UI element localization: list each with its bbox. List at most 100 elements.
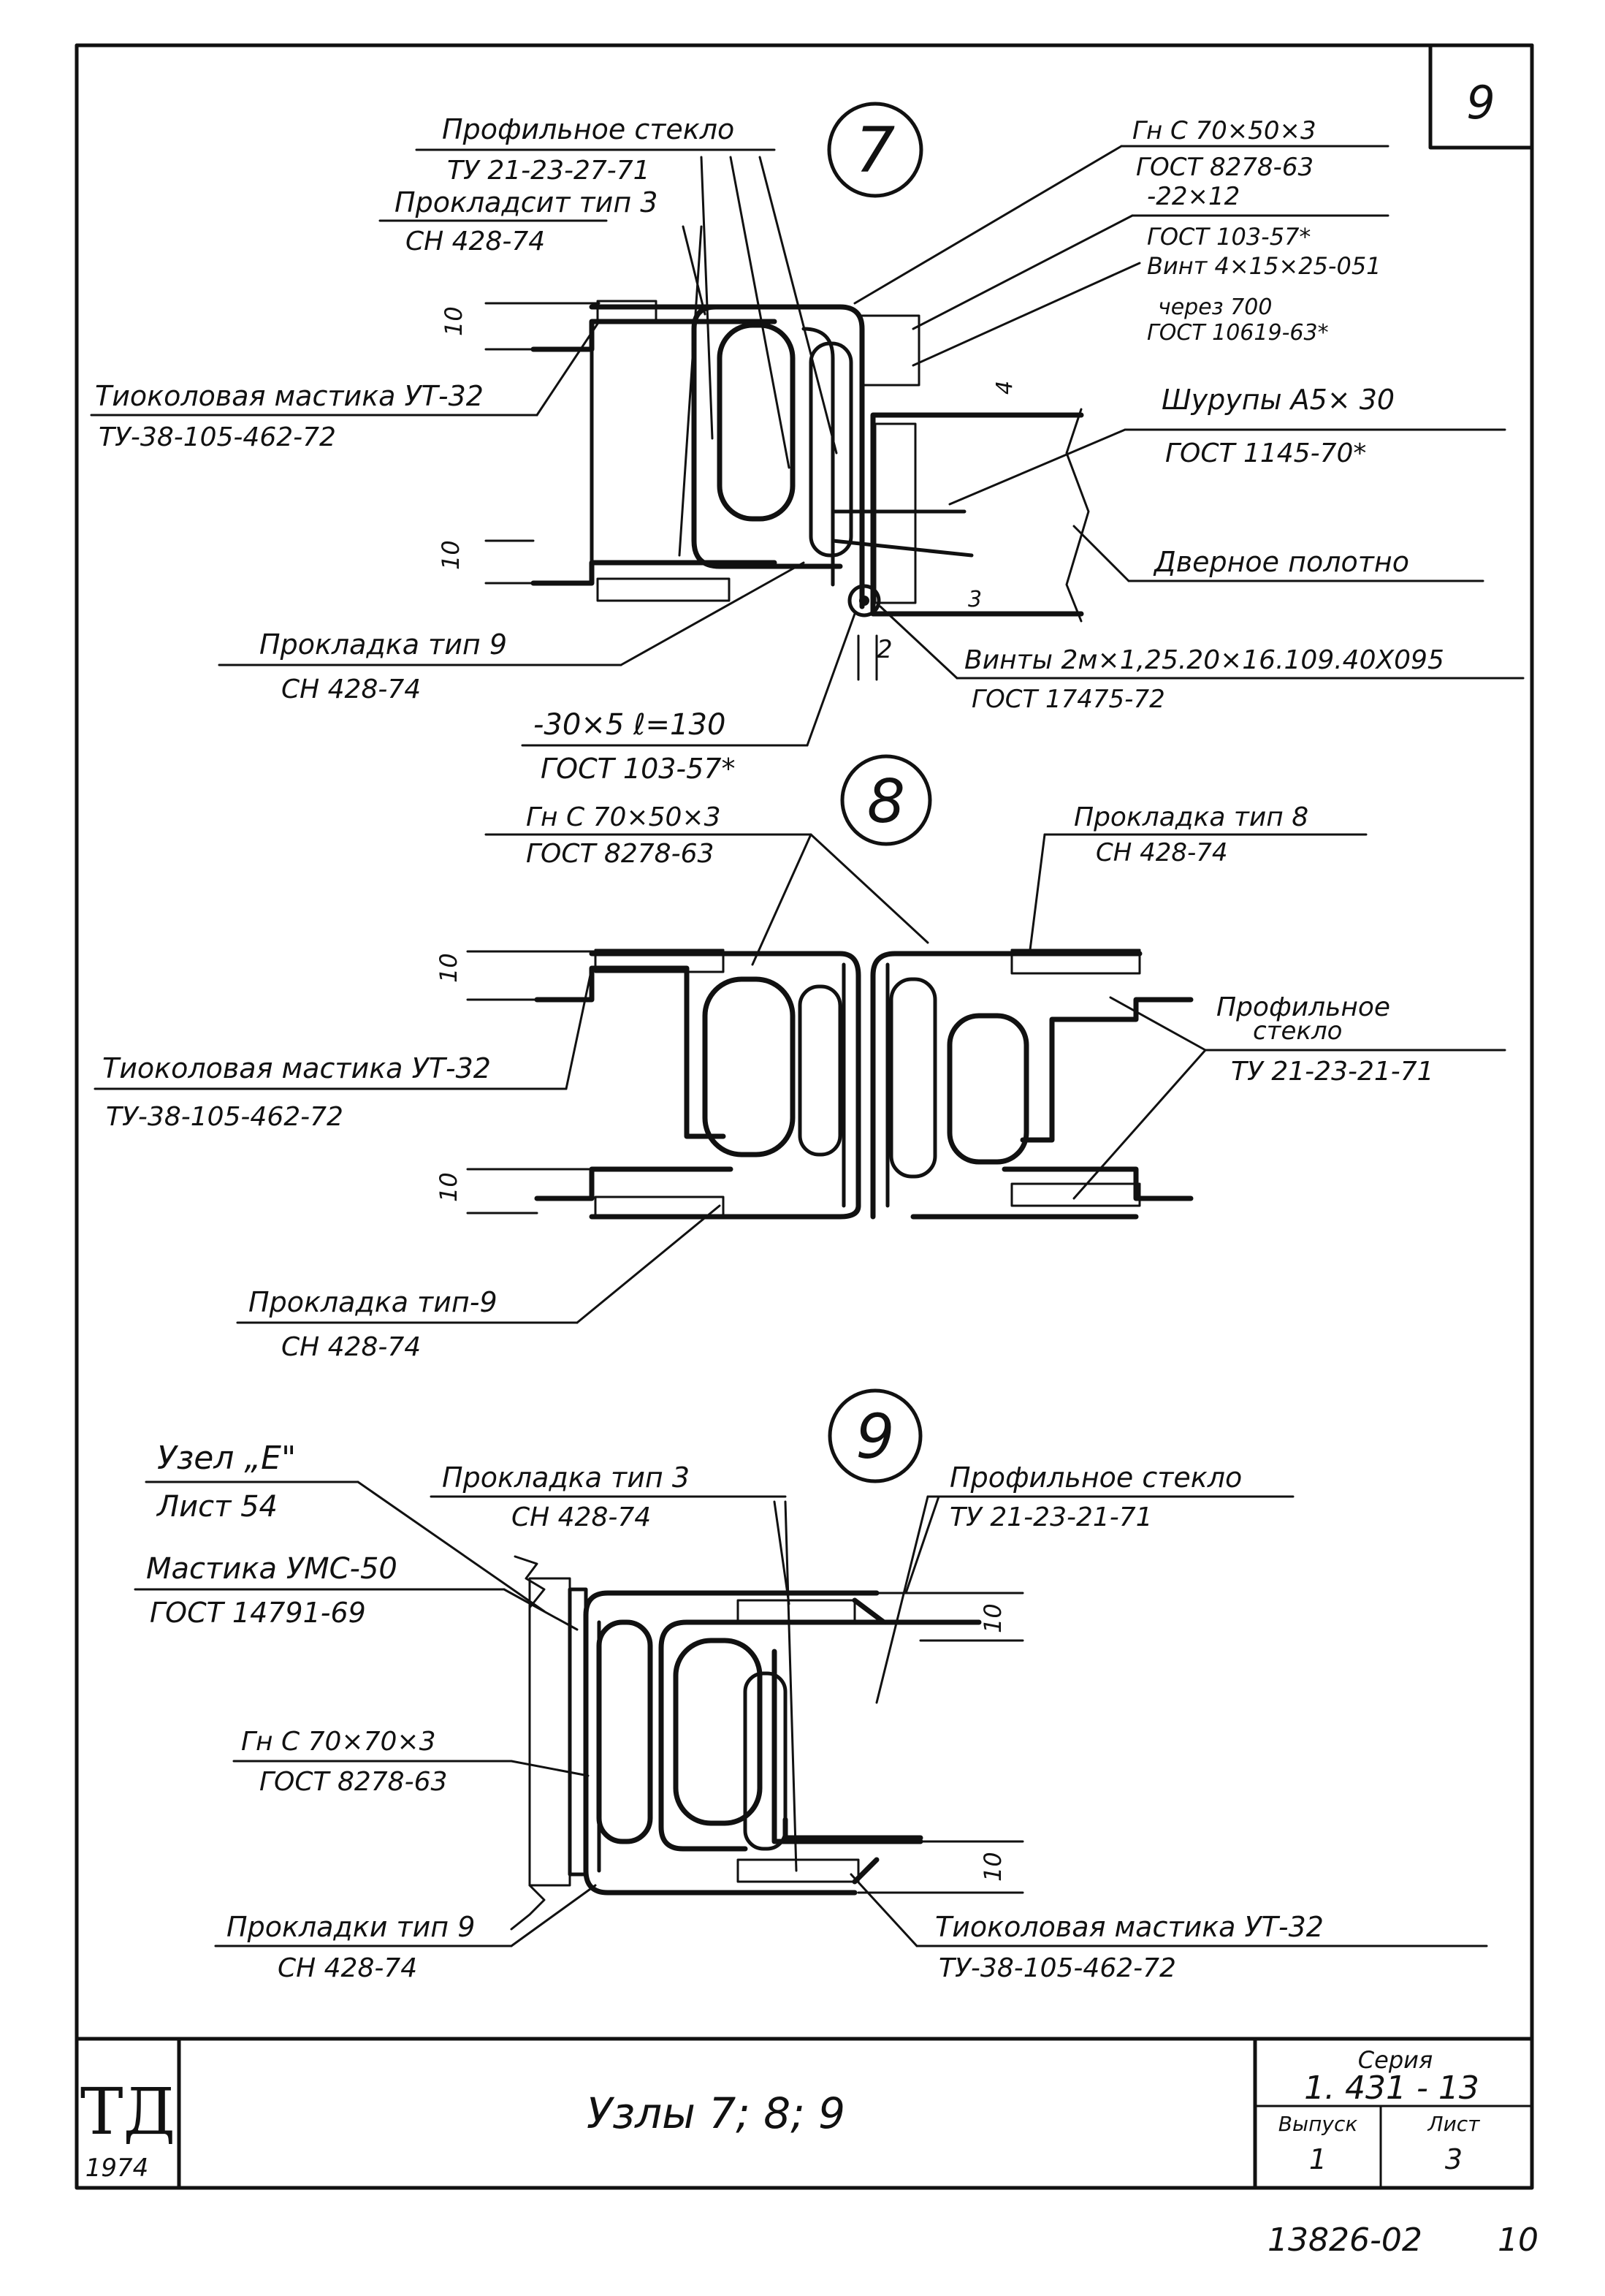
svg-text:Гн С 70×50×3: Гн С 70×50×3 xyxy=(1132,116,1316,145)
issue-value: 1 xyxy=(1309,2143,1327,2175)
node-9-wall xyxy=(510,1555,588,1931)
node-8-label-thiokol: Тиоколовая мастика УТ-32 ТУ-38-105-462-7… xyxy=(94,967,593,1132)
svg-text:ГОСТ 10619-63*: ГОСТ 10619-63* xyxy=(1147,320,1329,346)
node-7-dims: 10 10 4 3 2 xyxy=(437,302,1039,681)
svg-text:ТУ 21-23-21-71: ТУ 21-23-21-71 xyxy=(1231,1057,1434,1087)
svg-text:Профильное: Профильное xyxy=(1216,992,1390,1022)
node-9-number: 9 xyxy=(855,1401,894,1472)
stamp-year: 1974 xyxy=(85,2154,149,2183)
node-8-marker xyxy=(840,754,932,846)
svg-text:Прокладки тип 9: Прокладки тип 9 xyxy=(226,1911,475,1943)
svg-text:ГОСТ 103-57*: ГОСТ 103-57* xyxy=(541,753,736,785)
series-value: 1. 431 - 13 xyxy=(1304,2069,1479,2107)
svg-text:Винт 4×15×25-051: Винт 4×15×25-051 xyxy=(1147,252,1381,280)
svg-text:ГОСТ 103-57*: ГОСТ 103-57* xyxy=(1147,223,1311,251)
svg-text:-30×5 ℓ=130: -30×5 ℓ=130 xyxy=(533,708,725,742)
svg-text:ТУ-38-105-462-72: ТУ-38-105-462-72 xyxy=(106,1102,343,1132)
svg-text:ГОСТ 8278-63: ГОСТ 8278-63 xyxy=(526,839,714,869)
svg-text:СН 428-74: СН 428-74 xyxy=(1096,838,1228,867)
node-7-marker xyxy=(827,102,923,198)
svg-text:3: 3 xyxy=(968,587,982,612)
series-label: Серия xyxy=(1358,2046,1433,2074)
node-9-label-thiokol: Тиоколовая мастика УТ-32 ТУ-38-105-462-7… xyxy=(850,1873,1488,1983)
svg-text:Тиоколовая мастика УТ-32: Тиоколовая мастика УТ-32 xyxy=(102,1052,491,1084)
drawing-title: Узлы 7; 8; 9 xyxy=(587,2088,845,2138)
sheet-frame xyxy=(75,43,1534,2190)
svg-text:2: 2 xyxy=(877,635,893,664)
node-7-label-strip: -30×5 ℓ=130 ГОСТ 103-57* xyxy=(521,612,856,785)
node-9-dims: 10 10 xyxy=(857,1592,1024,1894)
svg-text:Прокладка тип 3: Прокладка тип 3 xyxy=(442,1461,690,1494)
node-9-label-mastic: Мастика УМС-50 ГОСТ 14791-69 xyxy=(134,1552,579,1631)
node-9-marker xyxy=(828,1388,923,1483)
node-8-label-gasket8: Прокладка тип 8 СН 428-74 xyxy=(1029,802,1368,951)
svg-text:ТУ-38-105-462-72: ТУ-38-105-462-72 xyxy=(99,422,336,452)
issue-label: Выпуск xyxy=(1278,2112,1358,2136)
node-7: 7 10 10 4 3 2 xyxy=(90,102,1525,785)
title-block: ТД 1974 Узлы 7; 8; 9 Серия 1. 431 - 13 В… xyxy=(75,2037,1534,2190)
svg-text:10: 10 xyxy=(979,1603,1007,1633)
sheet-label: Лист xyxy=(1427,2112,1481,2136)
node-8-label-gasket9: Прокладка тип-9 СН 428-74 xyxy=(236,1204,721,1362)
svg-text:Гн С 70×50×3: Гн С 70×50×3 xyxy=(526,802,720,832)
svg-text:10: 10 xyxy=(435,953,462,983)
node-8-glass-3 xyxy=(947,1013,1029,1165)
node-8-number: 8 xyxy=(867,767,905,837)
node-7-label-gasket3: Прокладсит тип 3 СН 428-74 xyxy=(378,186,706,557)
svg-text:Мастика УМС-50: Мастика УМС-50 xyxy=(146,1552,397,1586)
node-8-label-profile-glass: Профильное стекло ТУ 21-23-21-71 xyxy=(1072,992,1506,1200)
node-8-glass-2 xyxy=(889,977,937,1179)
svg-text:ГОСТ 8278-63: ГОСТ 8278-63 xyxy=(1136,153,1314,182)
svg-text:10: 10 xyxy=(979,1852,1007,1882)
node-7-glass-1 xyxy=(717,322,796,522)
node-9-label-profile-glass: Профильное стекло ТУ 21-23-21-71 xyxy=(875,1461,1295,1704)
svg-text:Узел „Е": Узел „Е" xyxy=(157,1440,296,1477)
svg-text:ТУ 21-23-27-71: ТУ 21-23-27-71 xyxy=(447,156,650,186)
svg-text:Гн С 70×70×3: Гн С 70×70×3 xyxy=(241,1727,435,1757)
node-7-label-channel: Гн С 70×50×3 ГОСТ 8278-63 -22×12 ГОСТ 10… xyxy=(853,116,1389,367)
svg-text:Прокладсит тип 3: Прокладсит тип 3 xyxy=(394,186,657,218)
svg-text:Прокладка тип 9: Прокладка тип 9 xyxy=(259,628,507,661)
node-9: 9 10 10 Узел „Е" Лист 54 xyxy=(134,1388,1488,1983)
svg-text:10: 10 xyxy=(437,540,465,570)
sheet-value: 3 xyxy=(1445,2143,1463,2175)
node-7-label-door: Дверное полотно xyxy=(1072,525,1484,582)
stamp-mark: ТД xyxy=(80,2074,175,2149)
svg-text:СН 428-74: СН 428-74 xyxy=(405,227,545,256)
sheet-number: 9 xyxy=(1466,76,1495,129)
svg-text:ТУ-38-105-462-72: ТУ-38-105-462-72 xyxy=(939,1953,1176,1983)
node-7-hinge xyxy=(847,584,881,617)
svg-text:ГОСТ 14791-69: ГОСТ 14791-69 xyxy=(150,1597,366,1629)
node-8-label-channel: Гн С 70×50×3 ГОСТ 8278-63 xyxy=(484,802,929,966)
node-7-label-thiokol: Тиоколовая мастика УТ-32 ТУ-38-105-462-7… xyxy=(90,320,601,452)
node-7-label-profile-glass: Профильное стекло ТУ 21-23-27-71 xyxy=(415,113,838,469)
footer-code: 13826-02 xyxy=(1267,2221,1422,2259)
node-7-glass-2 xyxy=(809,341,853,558)
svg-text:Прокладка тип 8: Прокладка тип 8 xyxy=(1074,802,1308,832)
svg-text:-22×12: -22×12 xyxy=(1147,182,1240,211)
node-7-label-screws: Шурупы А5× 30 ГОСТ 1145-70* xyxy=(948,384,1506,506)
svg-text:Профильное стекло: Профильное стекло xyxy=(442,113,734,145)
svg-text:Прокладка тип-9: Прокладка тип-9 xyxy=(248,1286,497,1318)
node-7-label-bolts: Винты 2м×1,25.20×16.109.40Х095 ГОСТ 1747… xyxy=(879,605,1525,714)
svg-text:Тиоколовая мастика УТ-32: Тиоколовая мастика УТ-32 xyxy=(935,1911,1324,1943)
svg-text:ГОСТ 1145-70*: ГОСТ 1145-70* xyxy=(1165,438,1366,468)
svg-text:Лист 54: Лист 54 xyxy=(156,1490,278,1524)
svg-text:СН 428-74: СН 428-74 xyxy=(278,1953,417,1983)
node-8-glass-1 xyxy=(702,976,796,1157)
svg-text:Шурупы А5× 30: Шурупы А5× 30 xyxy=(1162,384,1395,416)
svg-text:ТУ 21-23-21-71: ТУ 21-23-21-71 xyxy=(950,1502,1153,1532)
sheet-number-box: 9 xyxy=(1428,43,1534,150)
node-8: 8 10 10 Гн С 70×50×3 ГОСТ 8278-63 xyxy=(94,754,1506,1362)
node-9-glass-1 xyxy=(596,1619,653,1844)
svg-text:СН 428-74: СН 428-74 xyxy=(281,1332,421,1362)
node-9-glass-3 xyxy=(743,1671,788,1851)
svg-text:Тиоколовая мастика УТ-32: Тиоколовая мастика УТ-32 xyxy=(95,380,484,412)
node-9-label-gasket9: Прокладки тип 9 СН 428-74 xyxy=(214,1884,597,1983)
svg-text:Профильное стекло: Профильное стекло xyxy=(950,1461,1242,1494)
node-9-label-node-ref: Узел „Е" Лист 54 xyxy=(145,1440,546,1613)
node-7-label-gasket9: Прокладка тип 9 СН 428-74 xyxy=(218,561,805,704)
svg-text:СН 428-74: СН 428-74 xyxy=(281,674,421,704)
svg-text:ГОСТ 8278-63: ГОСТ 8278-63 xyxy=(259,1767,447,1797)
svg-text:Винты 2м×1,25.20×16.109.40Х095: Винты 2м×1,25.20×16.109.40Х095 xyxy=(964,645,1444,675)
